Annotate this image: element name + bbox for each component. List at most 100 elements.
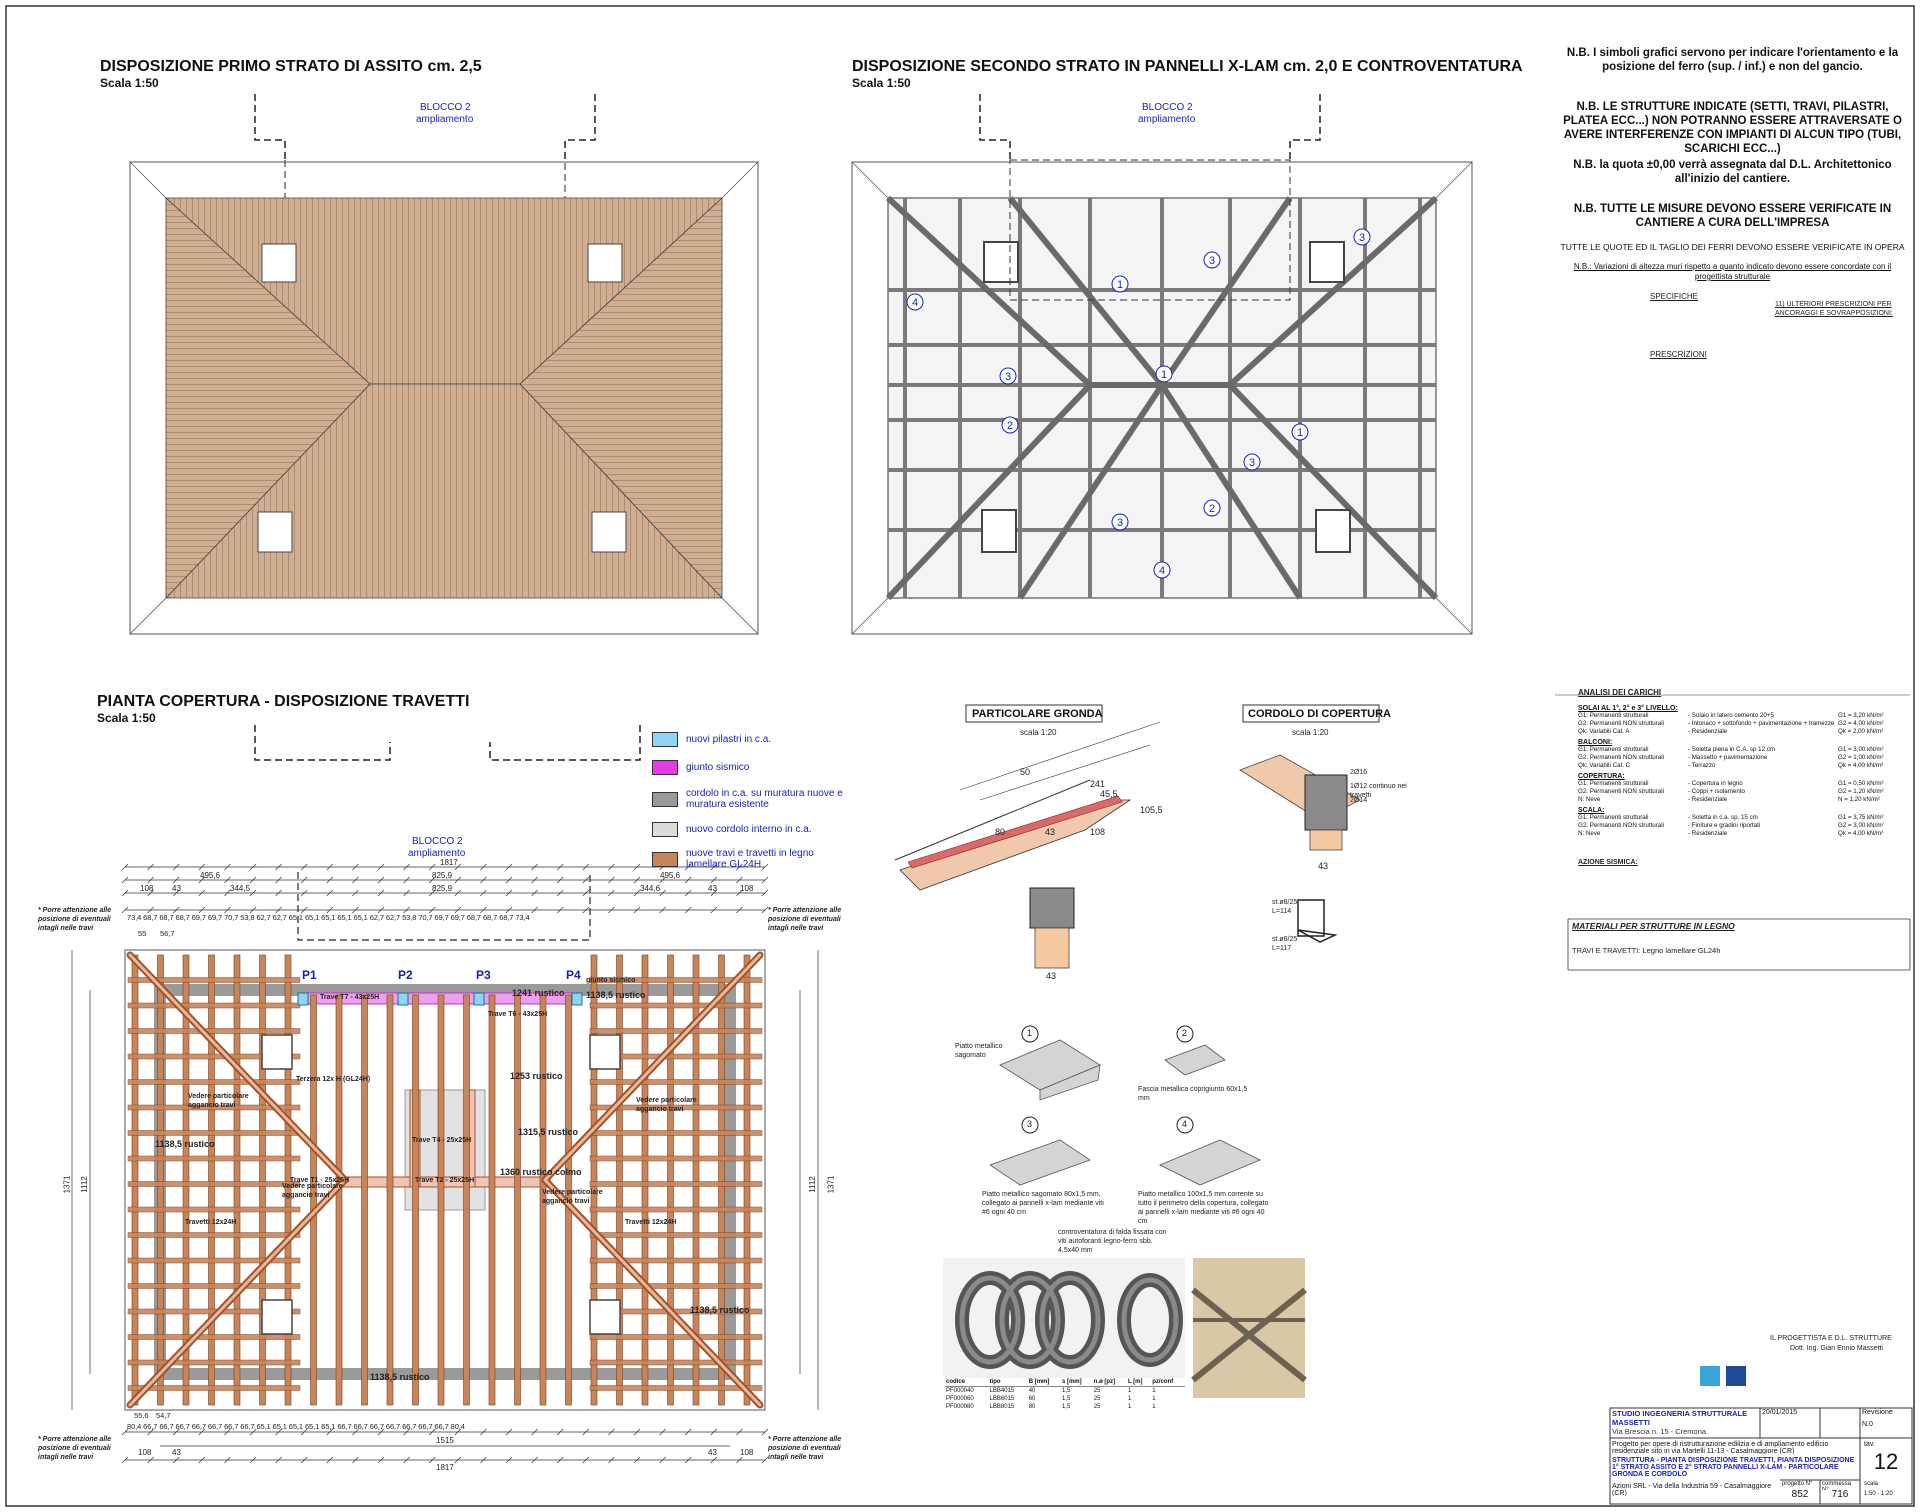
legend-label-cordolo: cordolo in c.a. su muratura nuove e mura… <box>686 788 843 810</box>
dimension-tick <box>428 1428 436 1436</box>
dimension-tick <box>326 1456 334 1464</box>
dimension-tick <box>121 889 129 897</box>
dim-top-r55: 55 <box>138 929 147 938</box>
plan2-marker-label: 2 <box>1007 420 1013 432</box>
product-table-header-cell: pz/conf <box>1151 1378 1185 1387</box>
product-table-header-cell: L [m] <box>1126 1378 1152 1387</box>
plan3-joist <box>692 954 700 1406</box>
loads-cell: - Finiture e gradini riportati <box>1688 822 1761 829</box>
dimension-tick <box>633 1456 641 1464</box>
loads-cell: - Copertura in legno <box>1688 780 1743 787</box>
dim-bottom-547: 54,7 <box>156 1411 171 1420</box>
connector-n-4: 4 <box>1182 1119 1188 1129</box>
loads-cell: G1: Permanenti strutturali <box>1578 712 1649 719</box>
dim-top-center: 825,9 <box>432 871 453 880</box>
loads-row: G1: Permanenti strutturali- Copertura in… <box>1578 780 1908 788</box>
tb-rev: N.0 <box>1862 1421 1873 1428</box>
plan3-horizontal-joist <box>127 1232 301 1238</box>
dimension-tick <box>582 876 590 884</box>
dimension-tick <box>659 1456 666 1464</box>
label-giunto: giunto sismico <box>586 977 636 984</box>
table-cell: PF000040 <box>946 1388 974 1394</box>
dimension-tick <box>352 1456 359 1464</box>
pillar-label-3: P3 <box>476 968 491 982</box>
plan3-joist <box>208 954 215 1406</box>
dim-top-small-left: 108 <box>140 884 154 893</box>
table-cell: LBB6015 <box>989 1396 1015 1402</box>
plan2-marker-circle <box>1203 251 1221 269</box>
plan2-marker-circle <box>1155 365 1173 383</box>
dimension-tick <box>377 876 385 884</box>
cordolo-scale: scala 1:20 <box>1292 728 1329 737</box>
dimension-tick <box>480 1456 487 1464</box>
plan3-horizontal-joist <box>589 1257 763 1264</box>
tb-data: 20/01/2015 <box>1762 1409 1798 1416</box>
loads-section-title: SCALA: <box>1578 807 1605 814</box>
connector-caption-2: Fascia metallica coprigiunto 60x1,5 mm <box>1138 1086 1248 1102</box>
loads-cell: G2 = 4,00 kN/m² <box>1838 720 1884 727</box>
tb-scala: 1:50 - 1:20 <box>1864 1491 1893 1497</box>
loads-row: G2: Permanenti NON strutturali- Massetto… <box>1578 754 1908 762</box>
dim-side-1112-right: 1112 <box>807 1176 817 1193</box>
quota-1315: 1315,5 rustico <box>518 1127 579 1137</box>
dimension-tick <box>224 1428 231 1436</box>
loads-section-title: SOLAI AL 1°, 2° e 3° LIVELLO: <box>1578 705 1678 712</box>
loads-cell: G1 = 3,20 kN/m² <box>1838 712 1884 719</box>
dimension-tick <box>121 906 129 914</box>
label-vedere-3: Vedere particolare aggancio travi <box>282 1183 343 1199</box>
dimension-tick <box>198 889 206 897</box>
dimension-tick <box>761 906 769 914</box>
plan3-joist <box>488 994 496 1406</box>
dim-side-1371-left: 1371 <box>62 1175 72 1194</box>
loads-cell: N: Neve <box>1578 830 1601 837</box>
loads-cell: - Soletta in c.a. sp. 15 cm <box>1688 814 1758 821</box>
plan2-marker-label: 3 <box>1005 371 1011 383</box>
plan3-joist <box>259 954 266 1406</box>
plan3-horizontal-joist <box>589 1334 763 1340</box>
dimension-tick <box>377 1456 385 1464</box>
plan3-joist <box>310 994 317 1406</box>
dimension-tick <box>736 889 743 897</box>
dimension-tick <box>198 1456 206 1464</box>
plan3-joist <box>412 994 419 1406</box>
table-cell: LBB4015 <box>989 1388 1015 1394</box>
gronda-dim-43: 43 <box>1045 827 1056 837</box>
dimension-tick <box>428 876 436 884</box>
plan3-horizontal-joist <box>589 1385 763 1391</box>
plan3-horizontal-joist <box>127 977 301 983</box>
plan3-horizontal-joist <box>127 1155 301 1162</box>
plan3-joist <box>335 994 343 1406</box>
dimension-tick <box>172 863 180 871</box>
warning-top-right: * Porre attenzione alle posizione di eve… <box>768 907 842 932</box>
dimension-tick <box>454 1456 462 1464</box>
loads-cell: Qk: Variabili Cat. C <box>1578 762 1631 769</box>
product-table-header-cell: s [mm] <box>1060 1378 1093 1387</box>
table-cell: 25 <box>1093 1396 1101 1402</box>
plan3-joist <box>616 954 623 1406</box>
product-table-header-cell: n.ø [pz] <box>1092 1378 1127 1387</box>
loads-section-title: COPERTURA: <box>1578 773 1625 780</box>
warning-top-left: * Porre attenzione alle posizione di eve… <box>38 907 112 932</box>
dimension-tick <box>505 876 513 884</box>
dim-top-center-2: 825,9 <box>432 884 453 893</box>
legend-swatch-cordolo-interno <box>652 822 678 837</box>
dimension-tick <box>198 906 206 914</box>
plan3-horizontal-joist <box>589 1359 763 1366</box>
plan3-horizontal-joist <box>127 1104 301 1111</box>
label-t1: Trave T1 - 25x25H <box>290 1177 350 1184</box>
dimension-tick <box>326 906 334 914</box>
dimension-tick <box>147 876 154 884</box>
quota-1138-left: 1138,5 rustico <box>155 1139 215 1149</box>
dimension-tick <box>300 906 308 914</box>
legend-label-cordolo-interno: nuovo cordolo interno in c.a. <box>686 824 812 835</box>
title-block-frame <box>1609 1407 1913 1505</box>
dimension-tick <box>633 906 641 914</box>
plan3-horizontal-joist <box>127 1359 301 1366</box>
plan3-joist <box>667 954 674 1406</box>
plan2-marker-circle <box>1111 513 1129 531</box>
dimension-tick <box>633 889 641 897</box>
